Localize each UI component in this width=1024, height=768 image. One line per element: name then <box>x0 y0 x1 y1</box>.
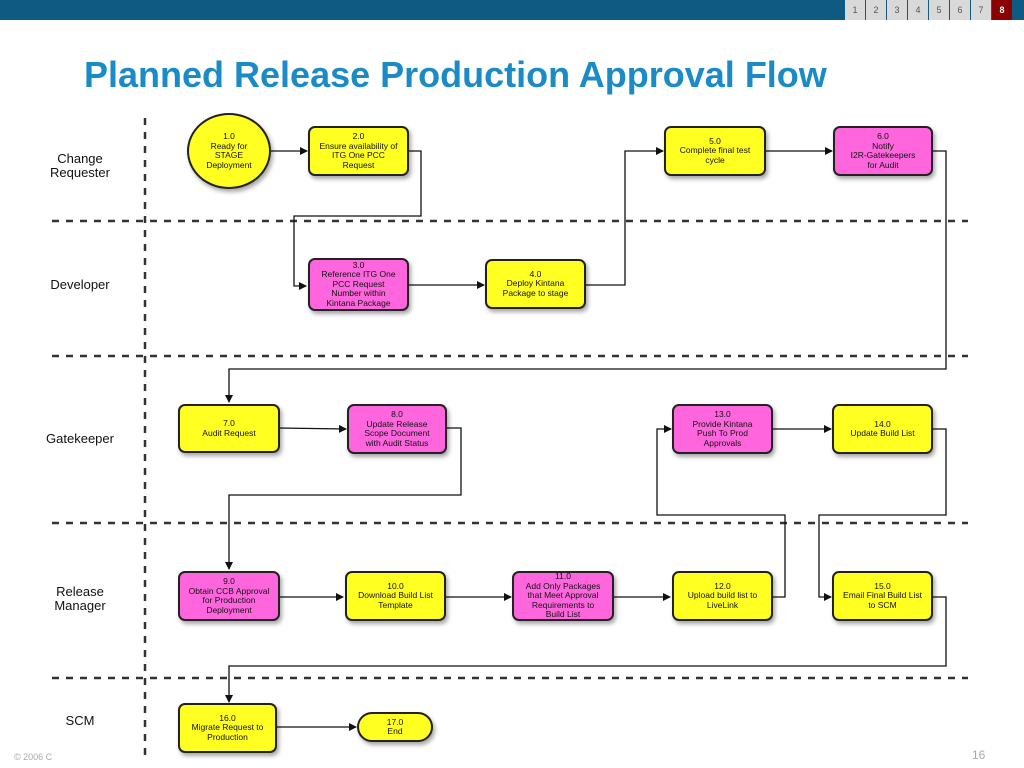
step-8-node[interactable]: 8.0 Update Release Scope Document with A… <box>347 404 447 454</box>
step-6-node[interactable]: 6.0 Notify I2R-Gatekeepers for Audit <box>833 126 933 176</box>
step-10-node[interactable]: 10.0 Download Build List Template <box>345 571 446 621</box>
step-12-node[interactable]: 12.0 Upload build list to LiveLink <box>672 571 773 621</box>
arrow-15-to-16 <box>225 596 947 703</box>
step-14-node[interactable]: 14.0 Update Build List <box>832 404 933 454</box>
arrow-14-to-15 <box>818 428 947 601</box>
step-13-node[interactable]: 13.0 Provide Kintana Push To Prod Approv… <box>672 404 773 454</box>
step-2-node[interactable]: 2.0 Ensure availability of ITG One PCC R… <box>308 126 409 176</box>
header-bar <box>0 0 1024 20</box>
step-4-node[interactable]: 4.0 Deploy Kintana Package to stage <box>485 259 586 309</box>
page-link-8-current[interactable]: 8 <box>992 0 1012 20</box>
lane-label-developer: Developer <box>50 277 110 292</box>
page-link-4[interactable]: 4 <box>908 0 928 20</box>
step-1-node[interactable]: 1.0 Ready for STAGE Deployment <box>187 113 271 189</box>
lane-label-release-manager: Release Manager <box>54 584 106 613</box>
arrows <box>225 147 947 731</box>
arrow-12-to-13 <box>656 425 786 598</box>
arrow-2-to-3 <box>293 150 422 290</box>
step-15-node[interactable]: 15.0 Email Final Build List to SCM <box>832 571 933 621</box>
page-link-2[interactable]: 2 <box>866 0 886 20</box>
slide-pager: 1 2 3 4 5 6 7 8 <box>844 0 1012 20</box>
slide-page-number: 16 <box>972 748 986 762</box>
arrow-7-to-8 <box>278 424 347 433</box>
step-9-node[interactable]: 9.0 Obtain CCB Approval for Production D… <box>178 571 280 621</box>
arrow-4-to-5 <box>585 147 664 286</box>
arrow-6-to-7 <box>225 150 947 403</box>
copyright-text: © 2006 C <box>14 752 53 762</box>
step-17-end-node[interactable]: 17.0 End <box>357 712 433 742</box>
arrow-8-to-9 <box>225 427 462 570</box>
page-link-1[interactable]: 1 <box>845 0 865 20</box>
step-11-node[interactable]: 11.0 Add Only Packages that Meet Approva… <box>512 571 614 621</box>
lane-label-change-requester: Change Requester <box>50 151 110 180</box>
lane-label-scm: SCM <box>65 713 95 728</box>
step-3-node[interactable]: 3.0 Reference ITG One PCC Request Number… <box>308 258 409 311</box>
step-7-node[interactable]: 7.0 Audit Request <box>178 404 280 453</box>
step-5-node[interactable]: 5.0 Complete final test cycle <box>664 126 766 176</box>
step-16-node[interactable]: 16.0 Migrate Request to Production <box>178 703 277 753</box>
page-link-7[interactable]: 7 <box>971 0 991 20</box>
slide-title: Planned Release Production Approval Flow <box>84 54 827 95</box>
page-link-3[interactable]: 3 <box>887 0 907 20</box>
page-link-6[interactable]: 6 <box>950 0 970 20</box>
lane-label-gatekeeper: Gatekeeper <box>46 431 114 446</box>
page-link-5[interactable]: 5 <box>929 0 949 20</box>
